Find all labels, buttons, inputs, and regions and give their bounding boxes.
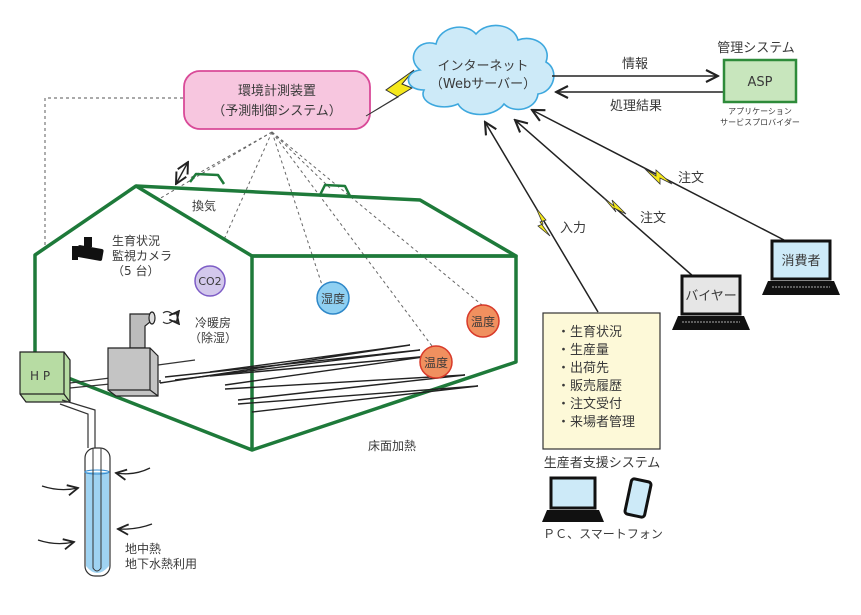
consumer-order-label: 注文	[678, 171, 704, 186]
floor-heating-label: 床面加熱	[368, 439, 416, 453]
asp-sub-label-1: アプリケーション	[728, 107, 792, 116]
consumer-order-bolt-icon	[643, 167, 673, 185]
info-label: 情報	[622, 57, 648, 72]
consumer-laptop[interactable]: 消費者	[762, 239, 840, 295]
airflow-arrows-icon	[162, 311, 179, 324]
asp-label: ASP	[748, 75, 773, 90]
consumer-label: 消費者	[781, 254, 820, 269]
internet-cloud[interactable]: インターネット （Webサーバー）	[407, 24, 555, 116]
smartphone-icon[interactable]	[623, 477, 653, 519]
producer-system-title: 生産者支援システム	[544, 455, 661, 471]
pc-laptop-icon[interactable]	[542, 476, 604, 522]
aircon-label-1: 冷暖房	[195, 315, 231, 330]
wireless-bolt-icon	[365, 69, 415, 117]
temperature-sensor-1: 温度	[419, 345, 453, 379]
buyer-label: バイヤー	[685, 289, 737, 304]
aircon-label-2: （除湿）	[189, 330, 237, 345]
management-system-title: 管理システム	[717, 41, 795, 56]
internet-label-2: （Webサーバー）	[430, 77, 536, 92]
camera-label-1: 生育状況	[112, 233, 160, 248]
temperature-label-2: 温度	[471, 314, 495, 329]
ground-heat-arrows-icon	[37, 467, 153, 544]
internet-label-1: インターネット	[437, 59, 528, 74]
camera-label-2: 監視カメラ	[112, 248, 172, 263]
asp-sub-label-2: サービスプロバイダー	[720, 117, 800, 127]
vent-arrow-icon	[176, 162, 188, 184]
producer-item: ・販売履歴	[557, 378, 622, 394]
devices-label: ＰＣ、スマートフォン	[543, 527, 663, 541]
producer-info-box: ・生育状況 ・生産量 ・出荷先 ・販売履歴 ・注文受付 ・来場者管理	[542, 312, 661, 450]
co2-label: CO2	[198, 275, 221, 288]
producer-item: ・来場者管理	[557, 415, 635, 430]
input-label: 入力	[560, 221, 586, 236]
buyer-order-label: 注文	[640, 211, 666, 226]
producer-item: ・注文受付	[557, 397, 622, 412]
hp-label: H P	[30, 369, 50, 383]
producer-item: ・出荷先	[557, 361, 609, 376]
geothermal-label-2: 地下水熱利用	[125, 557, 197, 571]
borehole-pipe	[59, 399, 96, 448]
co2-sensor: CO2	[194, 265, 226, 297]
geothermal-label-1: 地中熱	[125, 541, 161, 556]
env-measurement-device[interactable]: 環境計測装置 （予測制御システム）	[183, 70, 371, 130]
producer-item: ・生産量	[557, 342, 609, 358]
camera-icon	[72, 237, 104, 261]
ventilation-label: 換気	[192, 198, 216, 213]
humidity-label: 湿度	[321, 291, 345, 306]
buyer-order-bolt-icon	[603, 197, 627, 215]
result-label: 処理結果	[610, 99, 662, 114]
producer-item: ・生育状況	[557, 324, 622, 340]
env-device-label-2: （予測制御システム）	[212, 104, 342, 119]
asp-box[interactable]: ASP	[722, 58, 798, 104]
env-device-label-1: 環境計測装置	[238, 83, 316, 99]
hp-pipes	[69, 359, 196, 389]
camera-label-3: （5 台）	[112, 263, 159, 278]
input-bolt-icon	[535, 207, 551, 237]
temperature-label-1: 温度	[424, 355, 448, 370]
borehole-tube	[84, 447, 111, 577]
humidity-sensor: 湿度	[316, 281, 350, 315]
buyer-laptop[interactable]: バイヤー	[672, 274, 750, 330]
temperature-sensor-2: 温度	[466, 304, 500, 338]
aircon-unit	[107, 311, 159, 397]
